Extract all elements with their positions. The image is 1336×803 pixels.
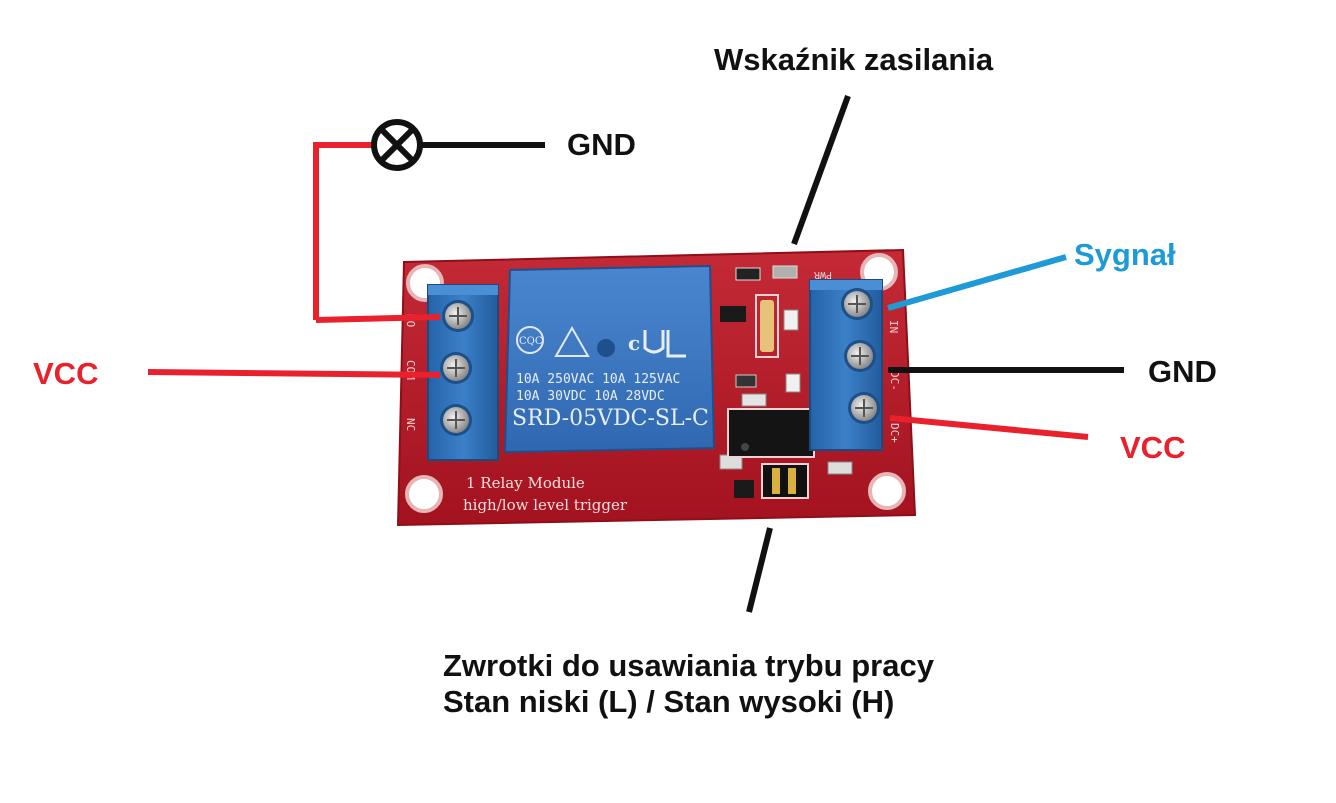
jumper-note-line1: Zwrotki do usawiania trybu pracy xyxy=(443,648,934,683)
svg-text:c: c xyxy=(628,331,640,355)
red-wire-vcc-right xyxy=(889,415,1089,440)
jumper-note-line2: Stan niski (L) / Stan wysoki (H) xyxy=(443,684,895,719)
red-wire-lamp xyxy=(313,142,372,320)
mounting-hole xyxy=(405,475,443,513)
black-pointer-power-indicator xyxy=(791,94,851,246)
terminal-block-right xyxy=(809,279,883,451)
mode-jumper xyxy=(734,463,809,499)
pin-label-dc-minus: DC- xyxy=(888,371,901,391)
module-trigger: high/low level trigger xyxy=(463,496,628,514)
label-gnd-lamp: GND xyxy=(567,127,636,162)
relay-rating-ac: 10A 250VAC 10A 125VAC xyxy=(516,372,680,387)
screw-terminal-dc-plus xyxy=(848,392,880,424)
label-vcc-right: VCC xyxy=(1120,430,1186,465)
module-name: 1 Relay Module xyxy=(466,474,585,492)
red-wire-to-no xyxy=(315,314,441,323)
label-signal: Sygnał xyxy=(1074,237,1176,272)
relay-cert-mark: CQC xyxy=(519,336,543,347)
module-silkscreen: 1 Relay Module high/low level trigger xyxy=(463,474,628,514)
pin-label-dc-plus: DC+ xyxy=(888,423,901,443)
black-pointer-jumper xyxy=(746,527,773,613)
relay-model: SRD-05VDC-SL-C xyxy=(512,406,709,431)
right-pin-labels: IN DC- DC+ xyxy=(887,320,901,443)
pin-label-nc: NC xyxy=(404,418,417,431)
smd-components: PWR xyxy=(719,265,853,475)
label-power-indicator: Wskaźnik zasilania xyxy=(714,42,994,77)
red-wire-vcc-left xyxy=(147,369,441,378)
screw-terminal-in xyxy=(841,288,873,320)
blue-wire-signal xyxy=(887,254,1067,311)
lamp-icon xyxy=(371,119,423,171)
mounting-hole xyxy=(868,472,906,510)
screw-terminal-dc-minus xyxy=(844,340,876,372)
optocoupler-chip xyxy=(727,408,815,458)
relay-rating-dc: 10A 30VDC 10A 28VDC xyxy=(516,389,665,404)
pin-label-in: IN xyxy=(887,320,900,333)
screw-terminal-no xyxy=(442,300,474,332)
lamp-circuit xyxy=(313,119,545,323)
pwr-silkscreen: PWR xyxy=(813,269,832,280)
label-vcc-left: VCC xyxy=(33,356,99,391)
label-gnd-right: GND xyxy=(1148,354,1217,389)
jumper-note: Zwrotki do usawiania trybu pracy Stan ni… xyxy=(443,648,934,720)
screw-terminal-com xyxy=(440,352,472,384)
relay-component: CQC c 10A 250VAC 10A 125VAC 10A 30VDC 10… xyxy=(503,264,716,454)
screw-terminal-nc xyxy=(440,404,472,436)
